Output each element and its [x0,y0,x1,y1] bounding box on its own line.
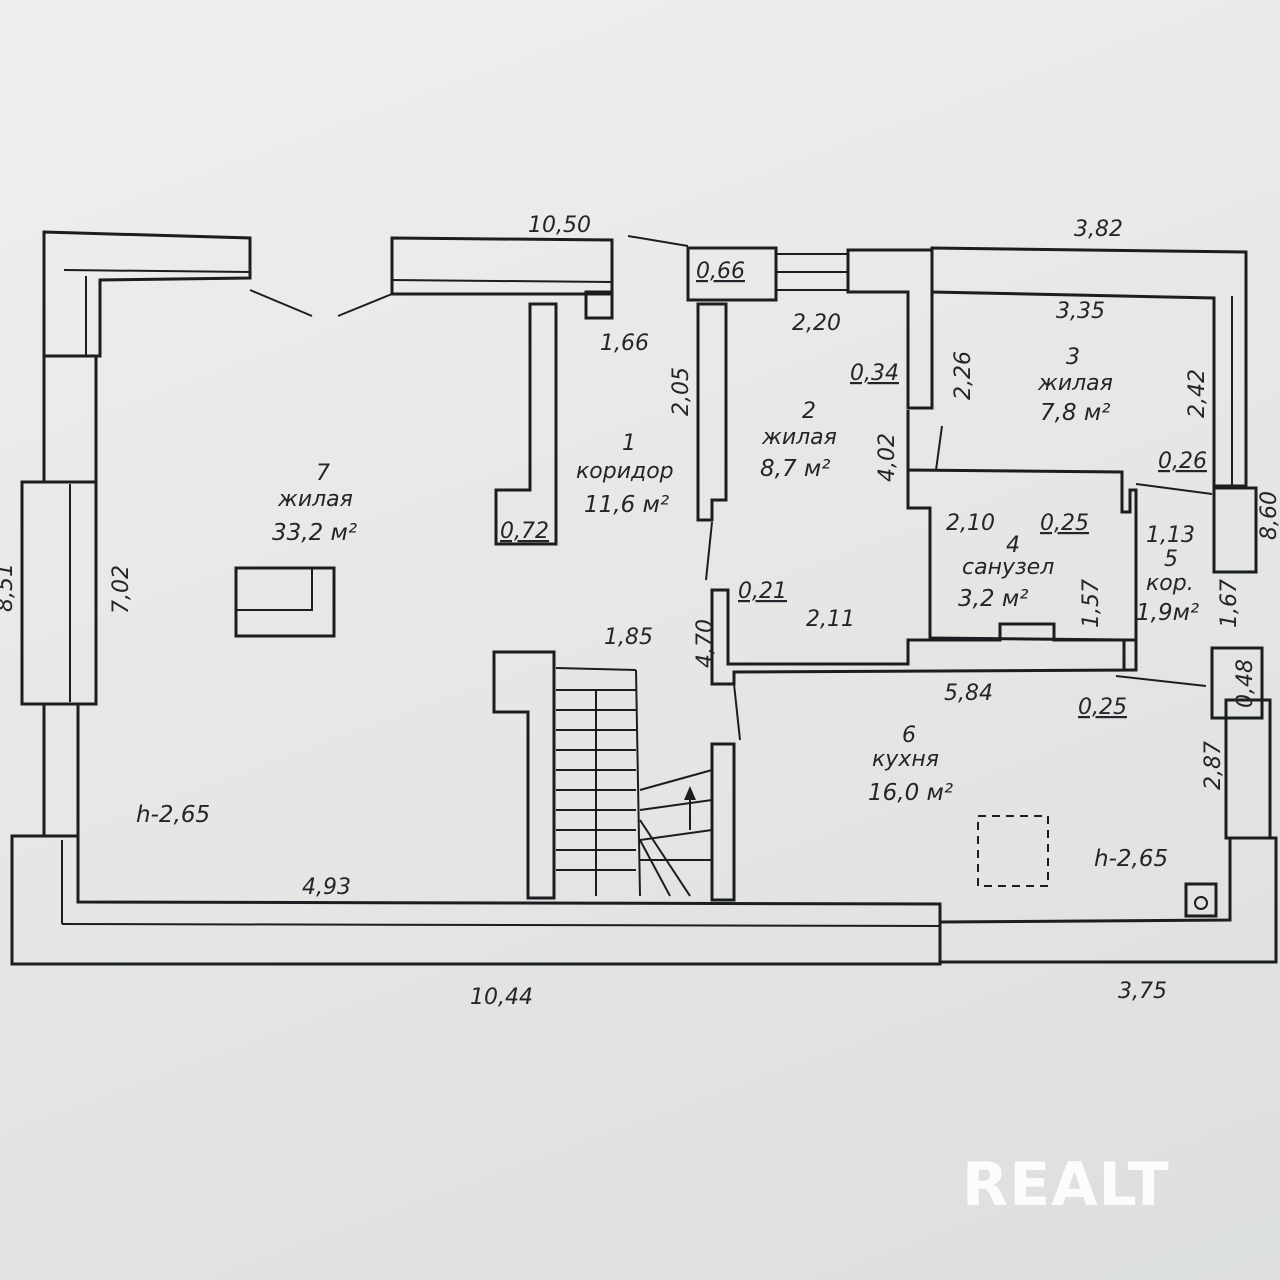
dim-top-left: 10,50 [528,213,591,238]
dim-034: 0,34 [850,361,899,386]
stair-arrow-icon [684,786,696,800]
dim-205: 2,05 [669,367,694,416]
dim-335: 3,35 [1056,299,1105,324]
boiler-icon [1184,882,1218,918]
room-6-type: кухня [872,747,939,772]
dim-166: 1,66 [600,331,649,356]
room-2-area: 8,7 м² [760,456,830,482]
stair-steps [556,689,713,897]
dim-851: 8,51 [0,563,18,612]
dim-bottom-right: 3,75 [1118,979,1167,1004]
dim-210: 2,10 [946,511,995,536]
height-label-right: h-2,65 [1094,846,1168,872]
dim-025b: 0,25 [1078,695,1127,720]
dim-470: 4,70 [693,619,718,668]
dim-157: 1,57 [1079,579,1104,628]
dim-493: 4,93 [302,875,351,900]
dim-top-right: 3,82 [1074,217,1123,242]
dim-211: 2,11 [806,607,855,632]
dim-702: 7,02 [109,565,134,614]
dim-287: 2,87 [1201,741,1226,790]
room-4-area: 3,2 м² [958,586,1028,612]
dim-021: 0,21 [738,579,787,604]
room-6-area: 16,0 м² [868,780,953,806]
room-3-number: 3 [1066,345,1080,370]
outer-walls [10,230,1278,966]
interior-walls [234,302,1218,918]
dim-860: 8,60 [1257,491,1280,540]
dim-402: 4,02 [875,433,900,482]
dim-066: 0,66 [696,259,745,284]
dim-025a: 0,25 [1040,511,1089,536]
room-7-type: жилая [277,487,353,512]
dimension-labels: 10,50 3,82 10,44 3,75 0,66 2,20 3,35 1,6… [0,213,1280,1010]
dashed-square [977,815,1049,887]
dim-185: 1,85 [604,625,653,650]
room-2-type: жилая [761,425,837,450]
room-4-number: 4 [1006,533,1020,558]
dim-242: 2,42 [1185,369,1210,418]
height-label-left: h-2,65 [136,802,210,828]
realt-watermark: REALT [962,1150,1170,1220]
dim-072: 0,72 [500,519,549,544]
dim-048: 0,48 [1233,659,1258,708]
room-7-number: 7 [316,461,330,486]
room-1-area: 11,6 м² [584,492,669,518]
room-1-number: 1 [622,431,636,456]
room-5-number: 5 [1164,547,1178,572]
room-5-area: 1,9м² [1136,600,1199,626]
dim-bottom-left: 10,44 [470,985,533,1010]
room-5-type: кор. [1146,571,1194,596]
room-2-number: 2 [802,399,816,424]
dim-167: 1,67 [1217,579,1242,628]
room-7-area: 33,2 м² [272,520,357,546]
room-3-type: жилая [1037,371,1113,396]
dim-584: 5,84 [944,681,993,706]
room-4-type: санузел [962,555,1054,580]
dim-113: 1,13 [1146,523,1195,548]
room-3-area: 7,8 м² [1040,400,1110,426]
furniture-block [234,566,336,638]
room-6-number: 6 [902,723,916,748]
dim-220: 2,20 [792,311,841,336]
room-labels: 1 коридор 11,6 м² 2 жилая 8,7 м² 3 жилая… [136,345,1199,872]
dim-226: 2,26 [951,351,976,400]
room-1-type: коридор [576,459,674,484]
dim-026: 0,26 [1158,449,1207,474]
